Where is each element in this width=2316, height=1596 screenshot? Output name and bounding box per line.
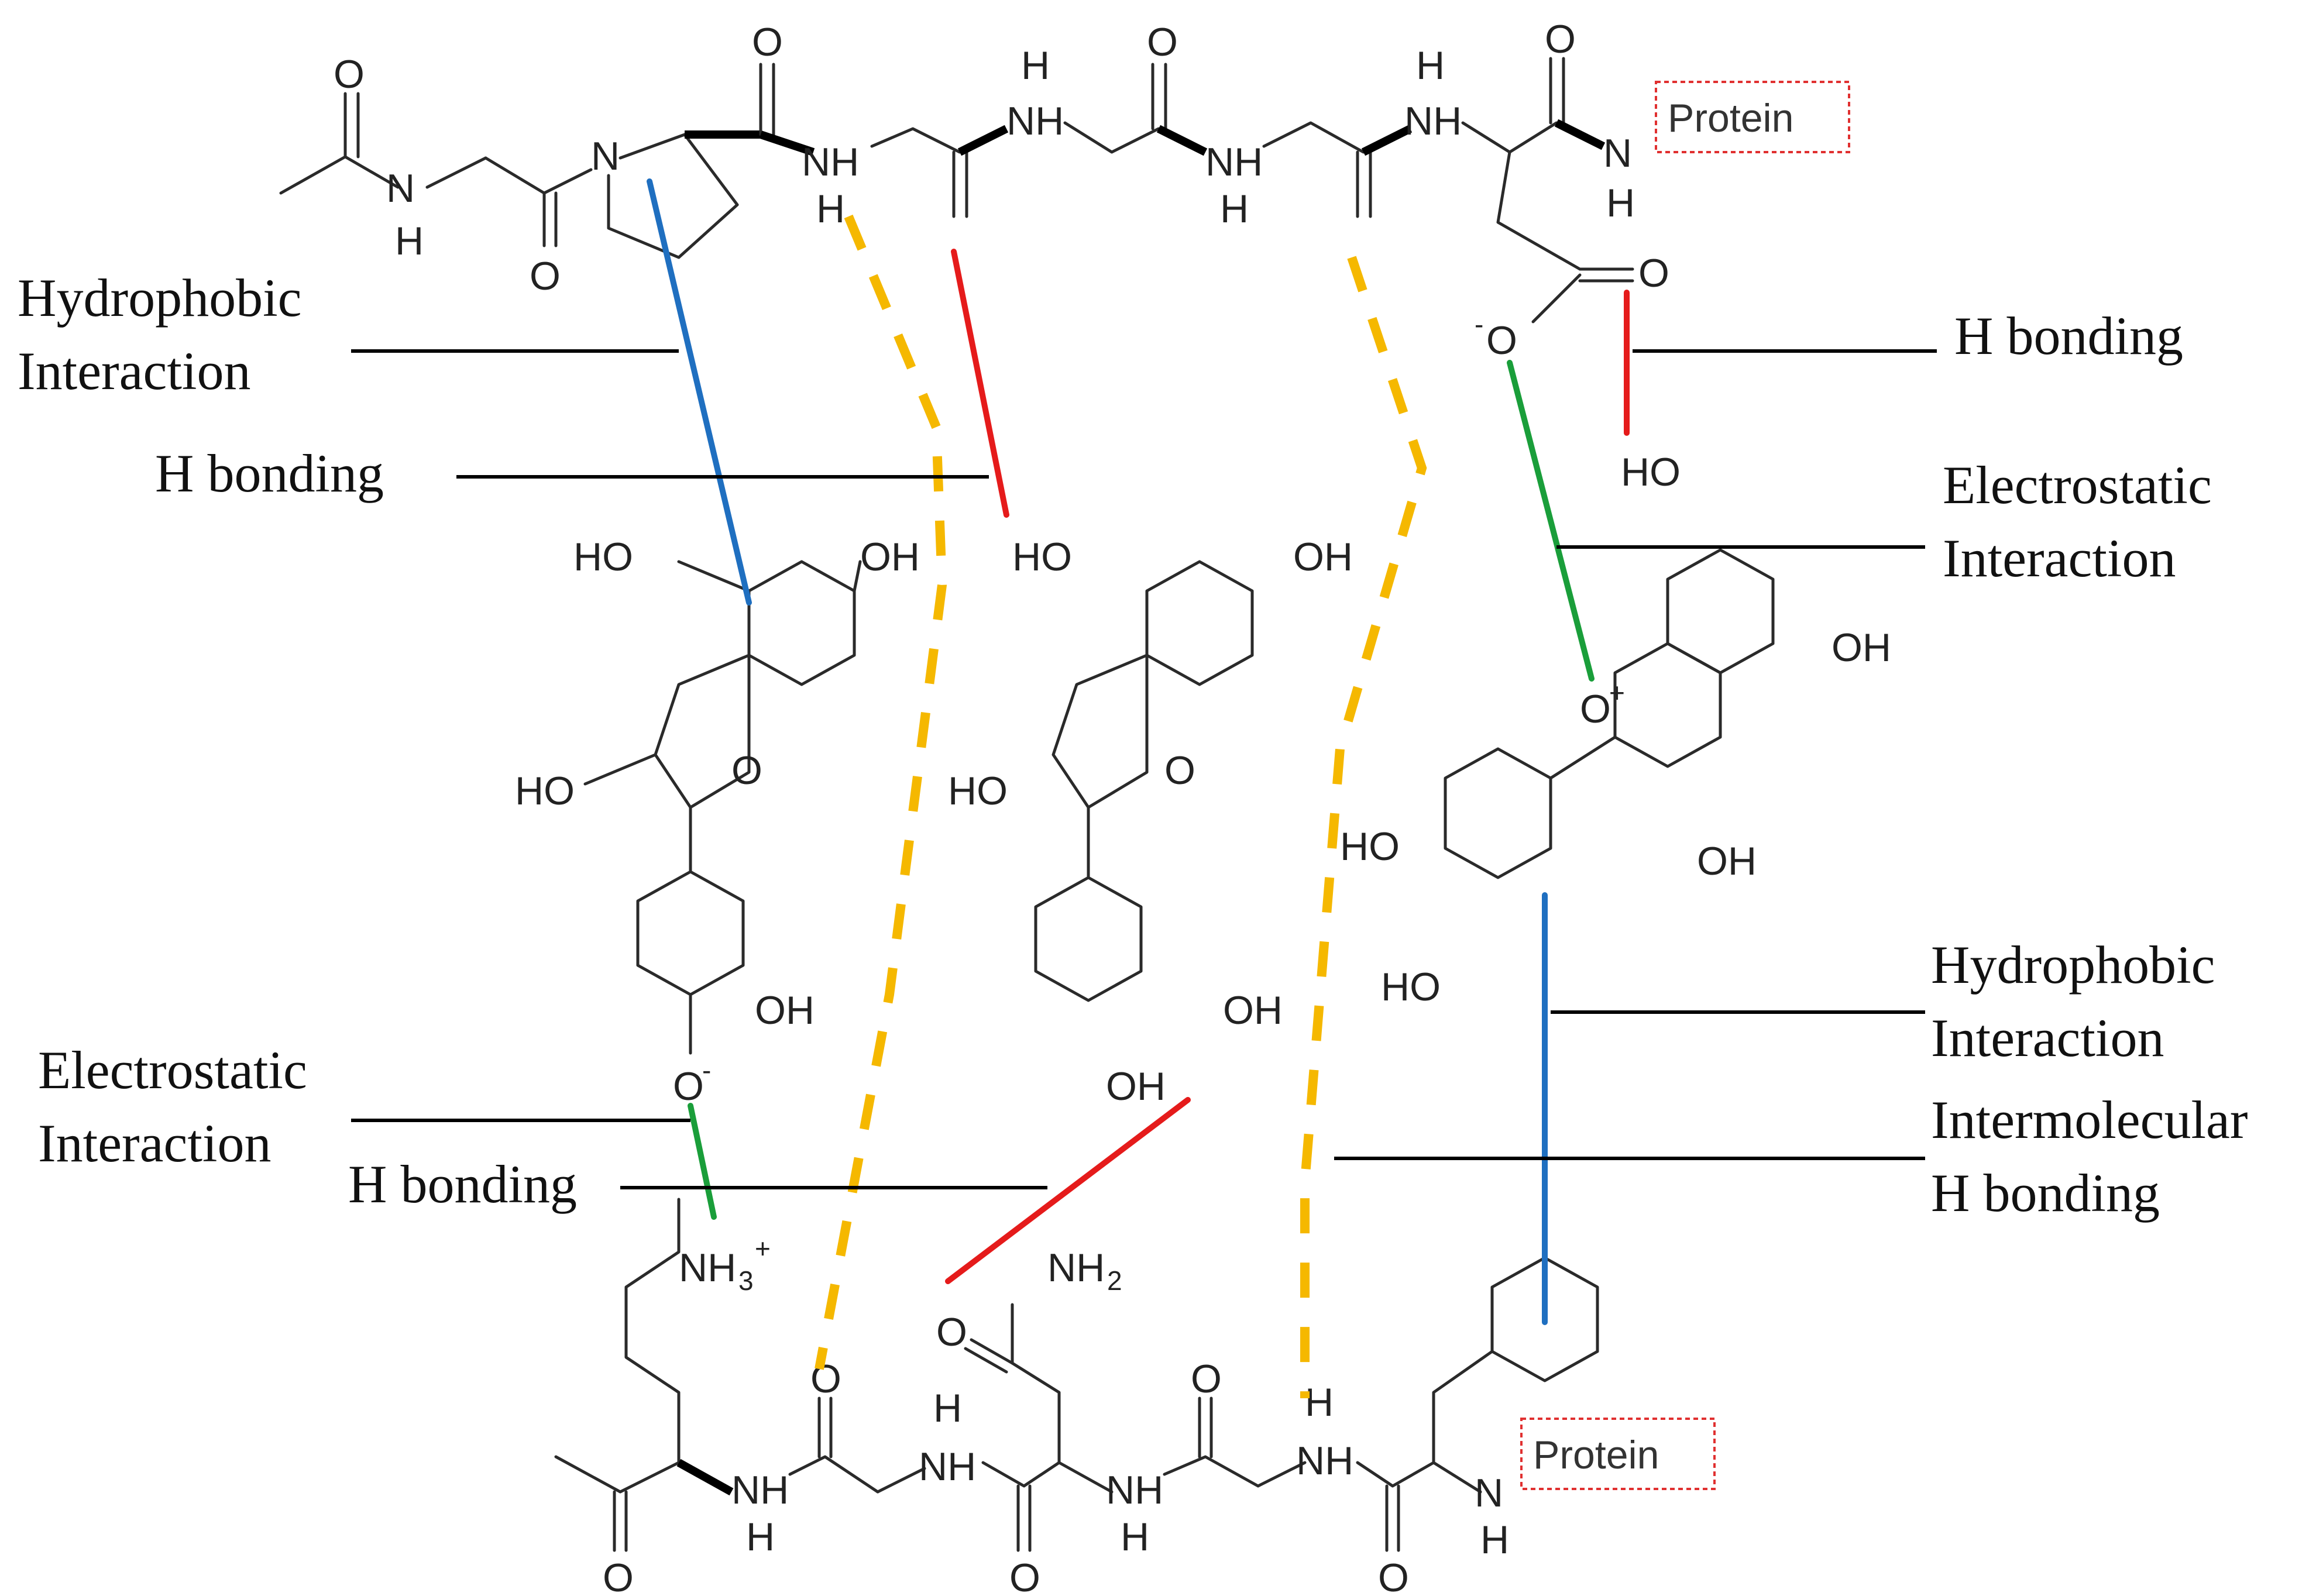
- atom-nh: NH: [1404, 99, 1462, 143]
- h-bonding-label: H bonding: [348, 1154, 577, 1214]
- interaction-lines: [647, 178, 1630, 1398]
- charge-minus: -: [1475, 309, 1483, 339]
- atom-nh: NH: [1106, 1468, 1163, 1512]
- hydrophobic-label-line2: Interaction: [18, 341, 250, 401]
- labels: Hydrophobic Interaction H bonding Electr…: [18, 268, 2248, 1223]
- atom-nh2: NH: [1047, 1246, 1105, 1290]
- right-anthocyanidin: HO OH O + OH HO HO: [1340, 450, 1891, 1009]
- atom-o: O: [1486, 318, 1517, 363]
- protein-tag: Protein: [1668, 96, 1793, 140]
- protein-tag: Protein: [1533, 1433, 1659, 1477]
- atom-o: O: [1009, 1556, 1040, 1596]
- atom-o: O: [1378, 1556, 1409, 1596]
- atom-h: H: [1021, 43, 1050, 88]
- atom-o: O: [731, 748, 762, 793]
- atom-h: H: [1480, 1518, 1509, 1562]
- atom-o: O: [752, 20, 783, 64]
- atom-h: H: [1220, 187, 1249, 231]
- top-peptide-chain: O N H O N O NH H NH H O NH H NH H: [279, 17, 1850, 363]
- atom-o: O: [1638, 251, 1669, 295]
- h-bond-line: [945, 1097, 1191, 1284]
- intermolecular-h-bond: [815, 214, 947, 1370]
- atom-o: O: [810, 1357, 841, 1401]
- atom-h: H: [1606, 181, 1635, 225]
- h-bond-line: [951, 249, 1009, 518]
- atom-o: O: [1545, 17, 1576, 61]
- atom-oh: OH: [1106, 1064, 1166, 1109]
- atom-h: H: [1305, 1380, 1334, 1425]
- atom-ho: HO: [1621, 450, 1681, 494]
- atom-nh3: NH: [679, 1246, 736, 1290]
- atom-h: H: [816, 187, 845, 231]
- charge-minus: -: [702, 1055, 711, 1085]
- intermolecular-label-line1: Intermolecular: [1931, 1090, 2248, 1150]
- electrostatic-label-line1: Electrostatic: [38, 1040, 307, 1100]
- atom-n: N: [591, 134, 620, 178]
- atom-nh: NH: [1296, 1439, 1353, 1483]
- atom-nh: NH: [1205, 140, 1263, 184]
- atom-nh: NH: [919, 1444, 976, 1489]
- atom-oh: OH: [1223, 988, 1283, 1033]
- atom-o: O: [1580, 687, 1611, 731]
- h-bonding-label: H bonding: [1954, 306, 2183, 366]
- atom-oh: OH: [1832, 625, 1891, 670]
- protein-tag-box: [1655, 81, 1850, 153]
- atom-nh: NH: [802, 140, 859, 184]
- atom-h: H: [1121, 1515, 1149, 1559]
- electrostatic-line: [1507, 360, 1595, 682]
- leader-lines: [351, 349, 1937, 1189]
- h-bonding-label: H bonding: [155, 443, 384, 503]
- atom-oh: OH: [1697, 839, 1757, 883]
- subscript-3: 3: [738, 1265, 754, 1296]
- atom-o: O: [530, 254, 561, 298]
- atom-ho: HO: [515, 769, 575, 813]
- left-catechin: HO OH O HO OH O -: [515, 535, 920, 1109]
- intermolecular-h-bond: [1300, 256, 1427, 1398]
- electrostatic-label-line2: Interaction: [1943, 528, 2176, 588]
- atom-oh: OH: [755, 988, 815, 1033]
- intermolecular-label-line2: H bonding: [1931, 1163, 2160, 1223]
- atom-nh: NH: [731, 1468, 789, 1512]
- atom-h: H: [933, 1386, 962, 1430]
- charge-plus: +: [755, 1233, 771, 1264]
- atom-o: O: [1147, 20, 1178, 64]
- atom-ho: HO: [1340, 824, 1400, 869]
- hydrophobic-label-line2: Interaction: [1931, 1008, 2164, 1068]
- atom-n: N: [1475, 1471, 1503, 1515]
- atom-h: H: [1416, 43, 1445, 88]
- atom-ho: HO: [948, 769, 1008, 813]
- atom-nh: NH: [1006, 99, 1064, 143]
- atom-o: O: [603, 1556, 634, 1596]
- atom-h: H: [395, 219, 424, 263]
- hydrophobic-line: [647, 178, 752, 606]
- electrostatic-line: [688, 1103, 717, 1220]
- atom-o: O: [673, 1064, 704, 1109]
- protein-tag-box: [1520, 1418, 1716, 1490]
- hydrophobic-label-line1: Hydrophobic: [18, 268, 301, 328]
- subscript-2: 2: [1107, 1265, 1122, 1296]
- atom-n: N: [1603, 131, 1632, 176]
- atom-n: N: [386, 166, 415, 211]
- bottom-peptide-chain: O NH 3 + NH H O NH H O O NH 2 NH H O NH: [554, 1198, 1716, 1596]
- electrostatic-label-line2: Interaction: [38, 1113, 271, 1173]
- middle-catechin: HO OH O HO OH OH: [948, 535, 1353, 1109]
- atom-oh: OH: [860, 535, 920, 579]
- electrostatic-label-line1: Electrostatic: [1943, 455, 2212, 515]
- charge-plus: +: [1609, 677, 1625, 708]
- atom-o: O: [936, 1310, 967, 1354]
- atom-o: O: [334, 52, 365, 97]
- atom-ho: HO: [1012, 535, 1072, 579]
- hydrophobic-label-line1: Hydrophobic: [1931, 935, 2215, 995]
- atom-ho: HO: [573, 535, 633, 579]
- atom-ho: HO: [1381, 965, 1441, 1009]
- atom-o: O: [1191, 1357, 1222, 1401]
- atom-oh: OH: [1293, 535, 1353, 579]
- atom-o: O: [1164, 748, 1195, 793]
- atom-h: H: [746, 1515, 775, 1559]
